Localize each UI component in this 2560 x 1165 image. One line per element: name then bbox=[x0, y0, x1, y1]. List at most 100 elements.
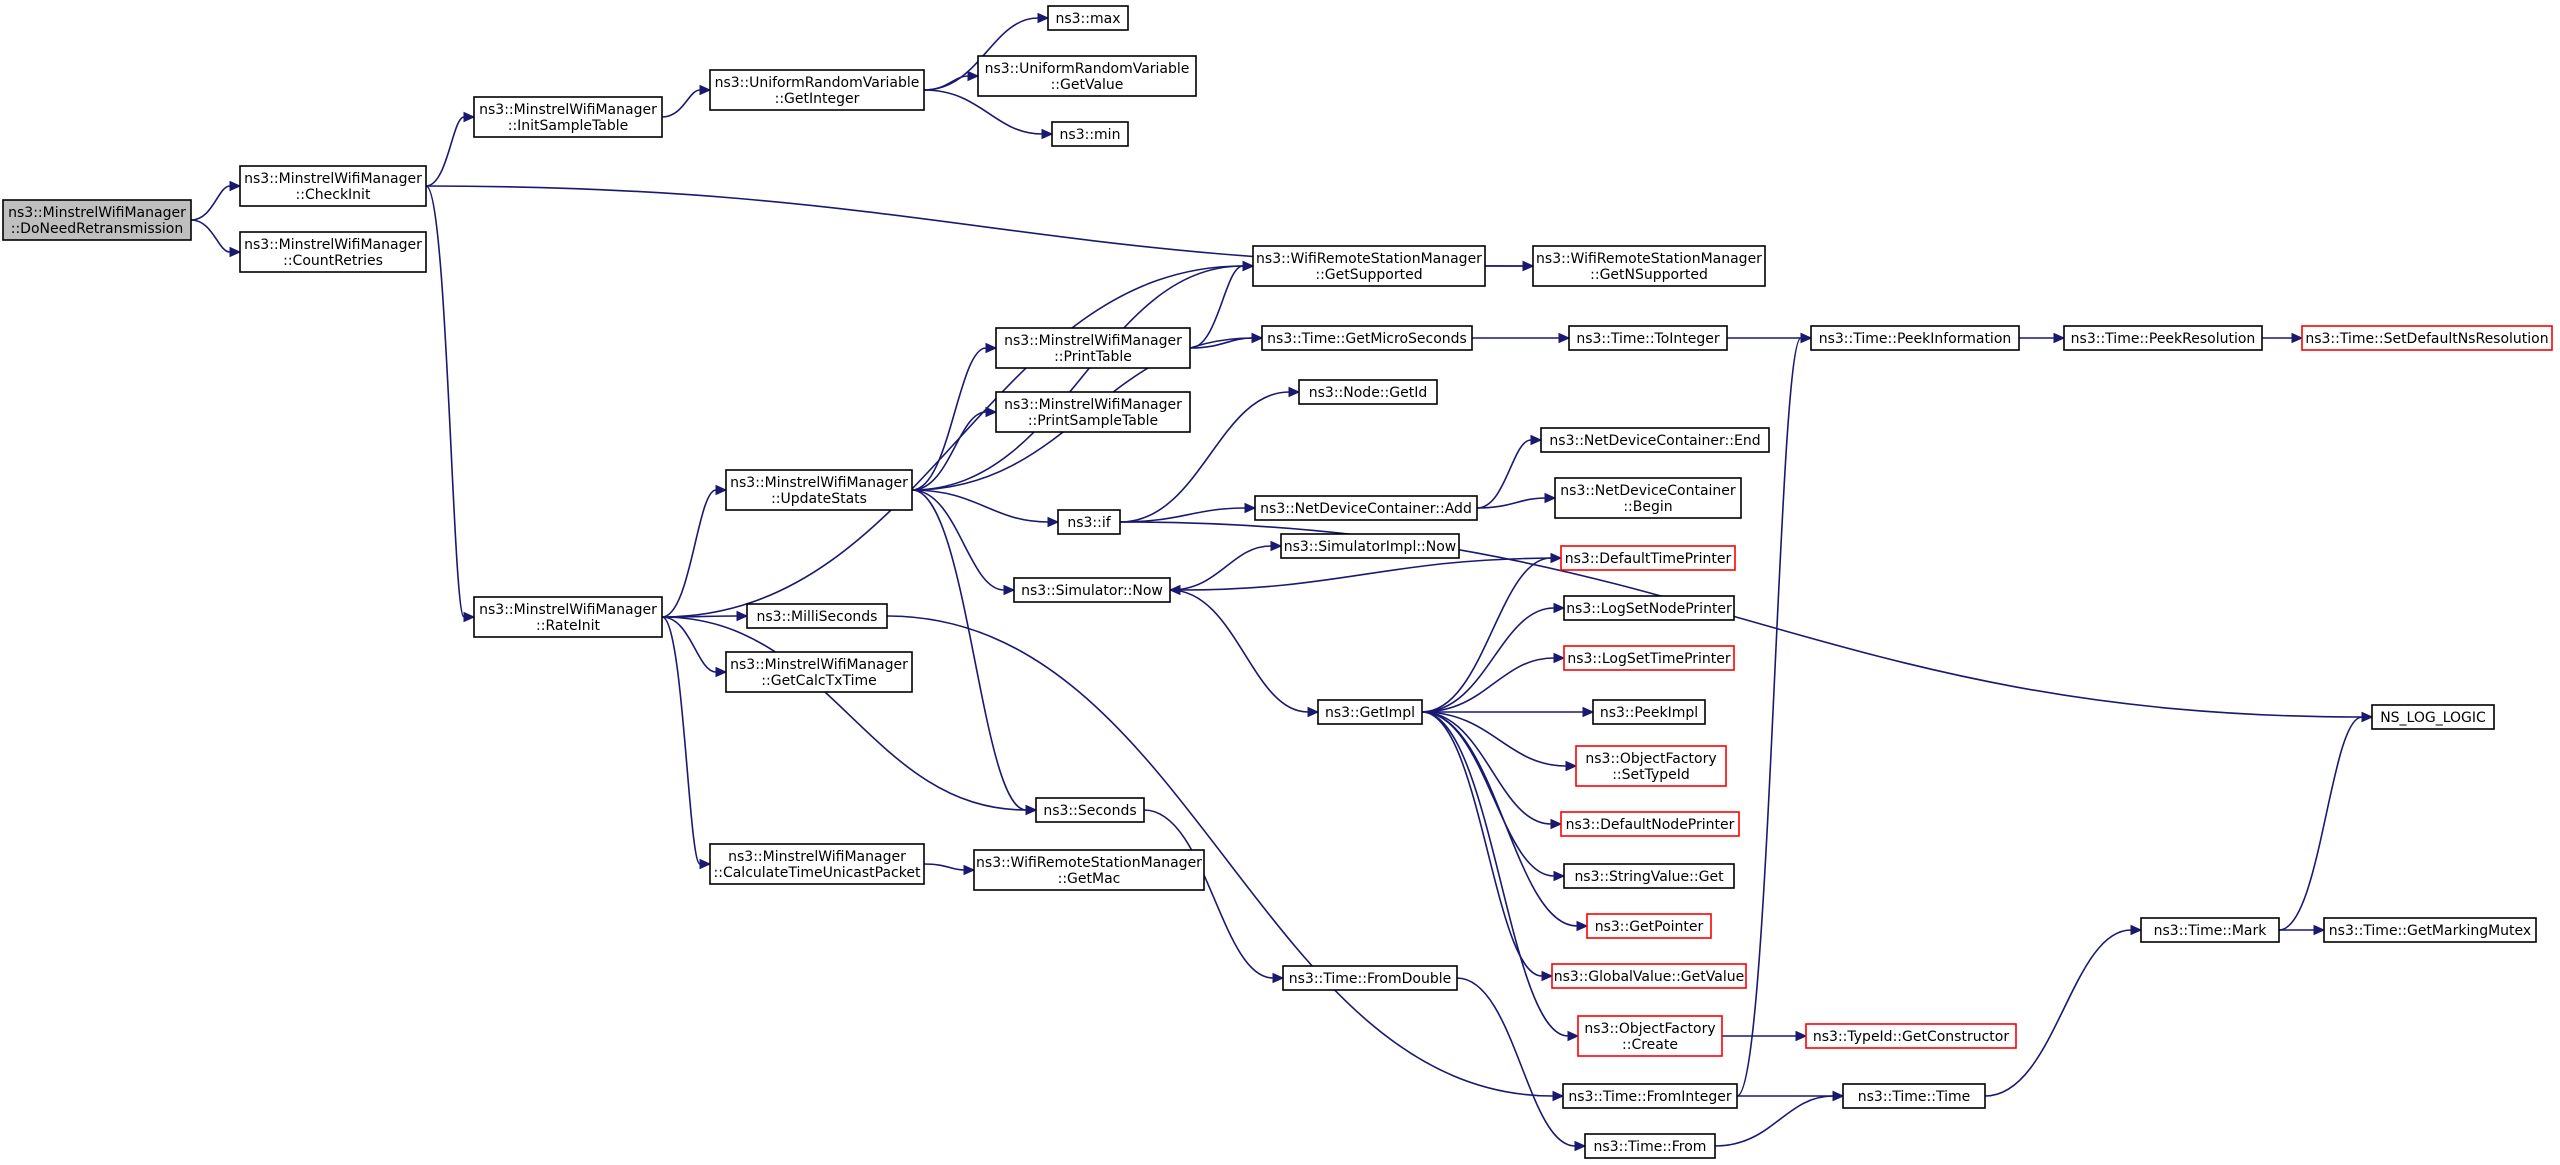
node-getmarking[interactable]: ns3::Time::GetMarkingMutex bbox=[2323, 917, 2537, 943]
node-timemark[interactable]: ns3::Time::Mark bbox=[2140, 917, 2280, 943]
node-nslog[interactable]: NS_LOG_LOGIC bbox=[2371, 704, 2495, 730]
node-box bbox=[1586, 913, 1712, 939]
edge-arrowhead bbox=[1544, 492, 1557, 504]
edge-line bbox=[886, 615, 1554, 1097]
edge-arrowhead bbox=[1270, 540, 1283, 552]
node-peekinfo[interactable]: ns3::Time::PeekInformation bbox=[1810, 325, 2020, 351]
edge-doneed-to-checkinit bbox=[190, 180, 242, 221]
node-nodegetid[interactable]: ns3::Node::GetId bbox=[1298, 379, 1438, 405]
edge-getmicro-to-tointeger bbox=[1471, 332, 1571, 344]
edge-arrowhead bbox=[1565, 760, 1578, 772]
edge-getimpl-to-gvgetvalue bbox=[1421, 711, 1554, 982]
node-getvalue-u[interactable]: ns3::UniformRandomVariable::GetValue bbox=[977, 55, 1197, 97]
node-box bbox=[473, 96, 663, 138]
node-getinteger[interactable]: ns3::UniformRandomVariable::GetInteger bbox=[709, 69, 925, 111]
node-strget[interactable]: ns3::StringValue::Get bbox=[1563, 863, 1735, 889]
node-label: ns3::Time::FromInteger bbox=[1568, 1089, 1731, 1105]
node-seconds[interactable]: ns3::Seconds bbox=[1035, 797, 1145, 823]
edge-line bbox=[911, 489, 1027, 811]
node-countretries[interactable]: ns3::MinstrelWifiManager::CountRetries bbox=[239, 231, 427, 273]
node-timetime[interactable]: ns3::Time::Time bbox=[1842, 1083, 1986, 1109]
node-ndcbegin[interactable]: ns3::NetDeviceContainer::Begin bbox=[1554, 477, 1742, 519]
node-getsupported[interactable]: ns3::WifiRemoteStationManager::GetSuppor… bbox=[1252, 245, 1486, 287]
node-getcalctx[interactable]: ns3::MinstrelWifiManager::GetCalcTxTime bbox=[725, 651, 913, 693]
node-simimplnow[interactable]: ns3::SimulatorImpl::Now bbox=[1280, 533, 1460, 559]
edge-updatestats-to-seconds bbox=[911, 489, 1038, 816]
node-label: ns3::DefaultTimePrinter bbox=[1565, 551, 1732, 567]
edge-line bbox=[911, 411, 987, 491]
node-label: ns3::Seconds bbox=[1043, 803, 1136, 819]
node-label: ns3::if bbox=[1067, 515, 1111, 531]
edge-line bbox=[425, 116, 465, 187]
node-label: ns3::max bbox=[1055, 11, 1120, 27]
node-initsample[interactable]: ns3::MinstrelWifiManager::InitSampleTabl… bbox=[473, 96, 663, 138]
edge-arrowhead bbox=[1550, 552, 1563, 564]
node-getpointer[interactable]: ns3::GetPointer bbox=[1586, 913, 1712, 939]
edge-arrowhead bbox=[2361, 711, 2374, 723]
node-milli[interactable]: ns3::MilliSeconds bbox=[746, 603, 888, 629]
node-label: ns3::Time::GetMicroSeconds bbox=[1267, 331, 1467, 347]
edge-line bbox=[661, 616, 1027, 811]
node-rateinit[interactable]: ns3::MinstrelWifiManager::RateInit bbox=[473, 596, 663, 638]
node-getnsupported[interactable]: ns3::WifiRemoteStationManager::GetNSuppo… bbox=[1532, 245, 1766, 287]
node-box bbox=[725, 469, 913, 511]
node-lognode[interactable]: ns3::LogSetNodePrinter bbox=[1563, 595, 1735, 621]
node-simnow[interactable]: ns3::Simulator::Now bbox=[1013, 577, 1171, 603]
node-max[interactable]: ns3::max bbox=[1047, 5, 1129, 31]
node-timefrom[interactable]: ns3::Time::From bbox=[1584, 1133, 1716, 1159]
node-printsample[interactable]: ns3::MinstrelWifiManager::PrintSampleTab… bbox=[995, 391, 1191, 433]
node-getctor[interactable]: ns3::TypeId::GetConstructor bbox=[1805, 1023, 2017, 1049]
node-gvgetvalue[interactable]: ns3::GlobalValue::GetValue bbox=[1551, 963, 1747, 989]
node-deftimeprinter[interactable]: ns3::DefaultTimePrinter bbox=[1560, 545, 1736, 571]
node-box bbox=[1551, 963, 1747, 989]
edge-line bbox=[1736, 337, 1802, 1097]
node-min[interactable]: ns3::min bbox=[1051, 121, 1129, 147]
edge-ofcreate-to-getctor bbox=[1722, 1030, 1808, 1042]
node-ofsettype[interactable]: ns3::ObjectFactory::SetTypeId bbox=[1575, 745, 1727, 787]
node-label: ns3::Time::Time bbox=[1858, 1089, 1970, 1105]
node-checkinit[interactable]: ns3::MinstrelWifiManager::CheckInit bbox=[239, 165, 427, 207]
edge-line bbox=[911, 489, 1049, 523]
node-label: ns3::GetImpl bbox=[1325, 705, 1415, 721]
node-peekimpl[interactable]: ns3::PeekImpl bbox=[1592, 699, 1706, 725]
node-label: ns3::MinstrelWifiManager bbox=[244, 237, 422, 253]
node-box bbox=[1563, 645, 1735, 671]
node-box bbox=[1560, 545, 1736, 571]
node-label: ::GetNSupported bbox=[1590, 267, 1708, 283]
node-frominteger[interactable]: ns3::Time::FromInteger bbox=[1562, 1083, 1738, 1109]
edge-arrowhead bbox=[2053, 332, 2066, 344]
node-peekres[interactable]: ns3::Time::PeekResolution bbox=[2063, 325, 2263, 351]
node-box bbox=[973, 849, 1205, 891]
node-logtime[interactable]: ns3::LogSetTimePrinter bbox=[1563, 645, 1735, 671]
node-defnodeprinter[interactable]: ns3::DefaultNodePrinter bbox=[1560, 811, 1740, 837]
node-getmac[interactable]: ns3::WifiRemoteStationManager::GetMac bbox=[973, 849, 1205, 891]
node-tointeger[interactable]: ns3::Time::ToInteger bbox=[1568, 325, 1728, 351]
node-box bbox=[2301, 325, 2553, 351]
edge-arrowhead bbox=[1242, 260, 1255, 272]
node-updatestats[interactable]: ns3::MinstrelWifiManager::UpdateStats bbox=[725, 469, 913, 511]
node-box bbox=[473, 596, 663, 638]
node-label: ns3::Time::SetDefaultNsResolution bbox=[2305, 331, 2548, 347]
node-doneed[interactable]: ns3::MinstrelWifiManager::DoNeedRetransm… bbox=[2, 199, 192, 241]
edge-arrowhead bbox=[1272, 972, 1285, 984]
node-printtable[interactable]: ns3::MinstrelWifiManager::PrintTable bbox=[995, 327, 1191, 369]
edge-arrowhead bbox=[1025, 804, 1038, 816]
edge-line bbox=[1456, 977, 1576, 1147]
edge-initsample-to-getinteger bbox=[661, 84, 712, 118]
node-ndcadd[interactable]: ns3::NetDeviceContainer::Add bbox=[1254, 495, 1478, 521]
node-calctime[interactable]: ns3::MinstrelWifiManager::CalculateTimeU… bbox=[709, 843, 925, 885]
node-if[interactable]: ns3::if bbox=[1057, 509, 1121, 535]
node-box bbox=[2, 199, 192, 241]
edge-arrowhead bbox=[1558, 332, 1571, 344]
node-ofcreate[interactable]: ns3::ObjectFactory::Create bbox=[1577, 1015, 1723, 1057]
node-setdefault[interactable]: ns3::Time::SetDefaultNsResolution bbox=[2301, 325, 2553, 351]
node-label: ::CountRetries bbox=[283, 253, 383, 269]
edge-checkinit-to-initsample bbox=[425, 111, 476, 187]
node-fromdouble[interactable]: ns3::Time::FromDouble bbox=[1282, 965, 1458, 991]
node-getimpl[interactable]: ns3::GetImpl bbox=[1317, 699, 1423, 725]
edge-simnow-to-simimplnow bbox=[1169, 540, 1283, 591]
node-label: ::GetInteger bbox=[775, 91, 860, 107]
node-ndcend[interactable]: ns3::NetDeviceContainer::End bbox=[1540, 427, 1770, 453]
node-getmicro[interactable]: ns3::Time::GetMicroSeconds bbox=[1261, 325, 1473, 351]
node-box bbox=[1562, 1083, 1738, 1109]
